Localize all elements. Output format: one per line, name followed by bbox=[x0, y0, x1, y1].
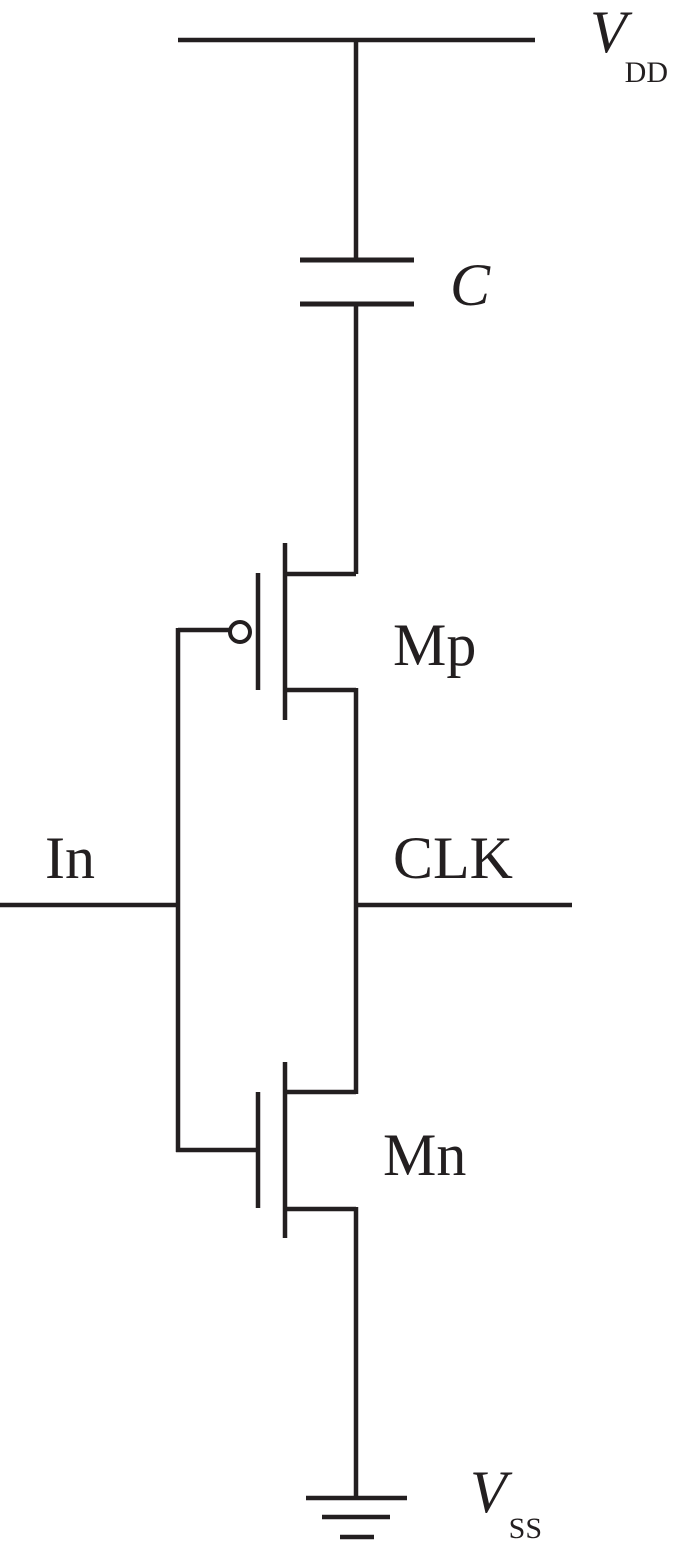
capacitor-label: C bbox=[450, 252, 491, 318]
gate-wiring bbox=[0, 627, 258, 1153]
capacitor-symbol bbox=[300, 257, 414, 307]
nmos-transistor bbox=[255, 1062, 356, 1238]
input-label: In bbox=[45, 825, 95, 891]
output-node bbox=[353, 688, 572, 1094]
pmos-transistor bbox=[228, 543, 356, 720]
pmos-label: Mp bbox=[393, 612, 476, 678]
output-label: CLK bbox=[393, 825, 513, 891]
nmos-label: Mn bbox=[383, 1122, 466, 1188]
vss-label: VSS bbox=[470, 1459, 542, 1545]
pmos-gate-bubble bbox=[228, 620, 252, 644]
ground-icon bbox=[306, 1495, 407, 1540]
